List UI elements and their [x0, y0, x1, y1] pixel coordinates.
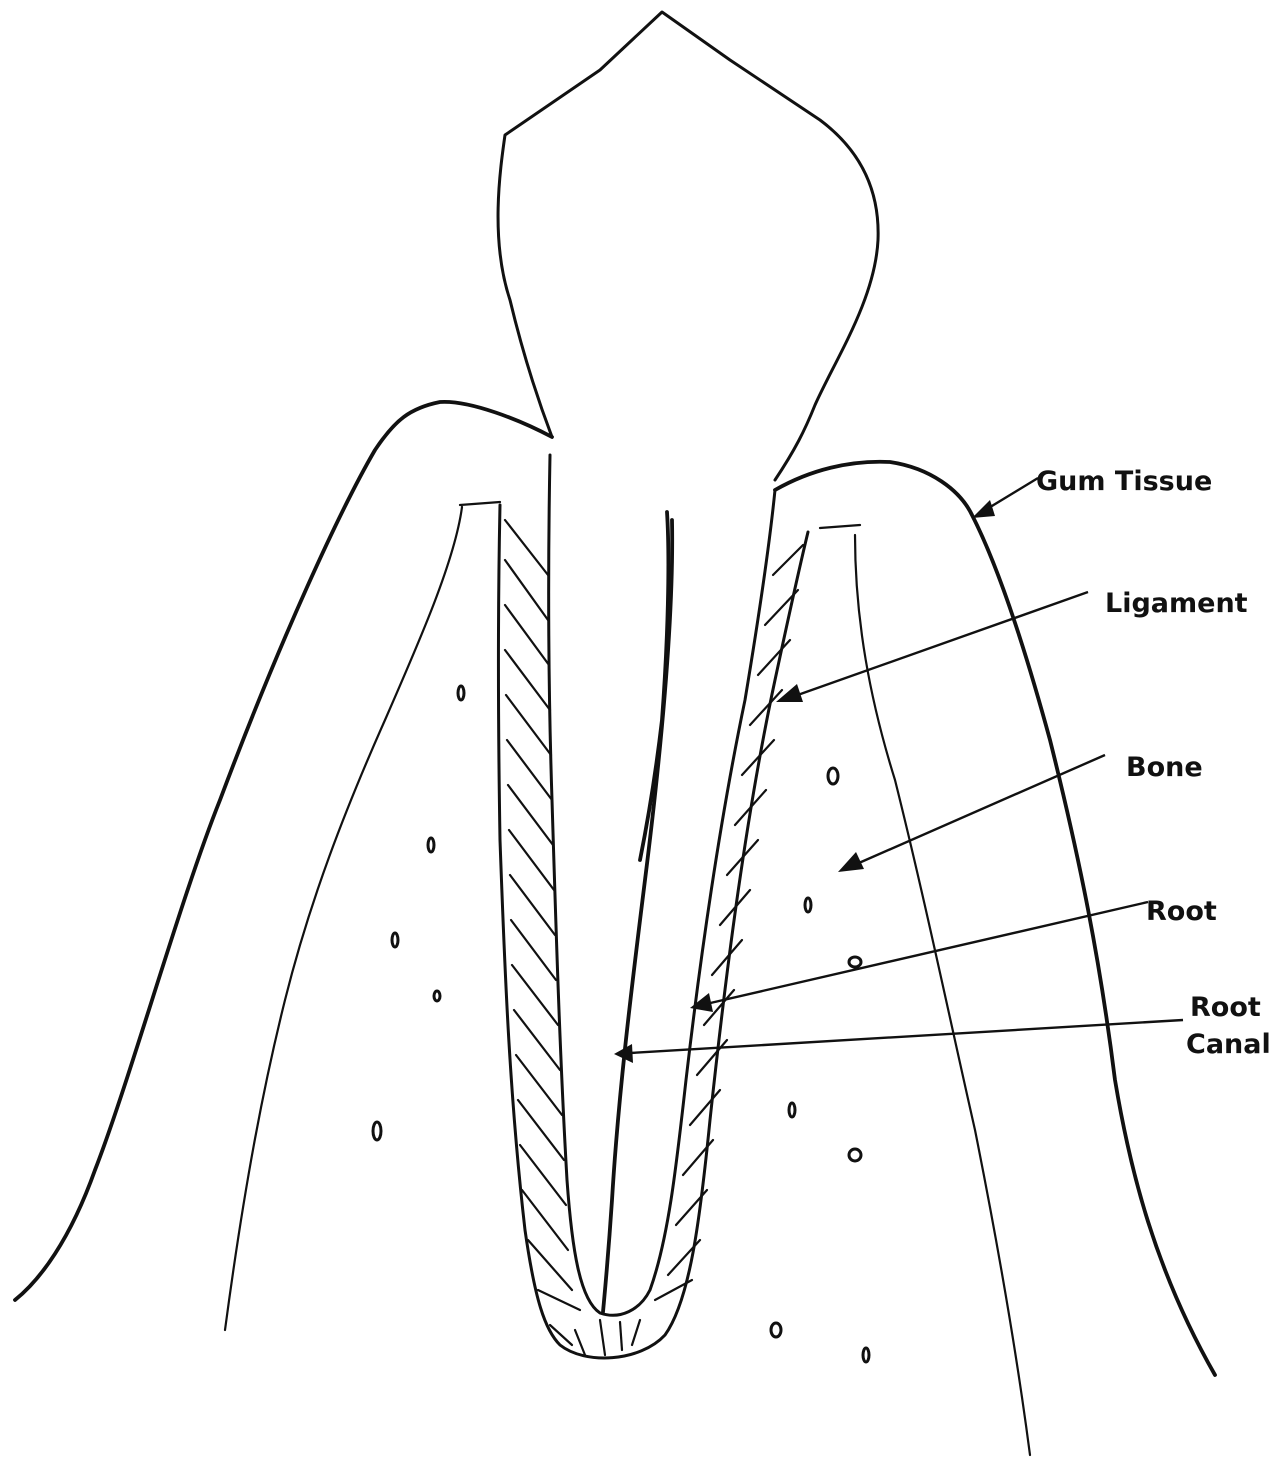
root-outer-outline	[499, 505, 809, 1358]
bone-left-outline	[225, 502, 500, 1330]
root-canal-leader	[630, 1020, 1183, 1053]
root-canal-label-line1: Root	[1190, 992, 1261, 1023]
gum-tissue-label: Gum Tissue	[1036, 466, 1212, 497]
gum-tissue-left-outline	[15, 402, 552, 1300]
root-canal-line-lower	[603, 520, 672, 1312]
root-inner-outline	[549, 455, 775, 1315]
ligament-label: Ligament	[1105, 588, 1248, 619]
root-canal-label-line2: Canal	[1186, 1029, 1271, 1060]
ligament-hatching-apex	[550, 1320, 640, 1355]
bone-arrowhead	[838, 852, 864, 872]
bone-specks	[373, 686, 869, 1362]
tooth-crown-outline	[498, 12, 878, 480]
ligament-leader	[792, 592, 1088, 697]
root-label: Root	[1146, 896, 1217, 927]
gum-tissue-arrowhead	[972, 500, 995, 518]
bone-label: Bone	[1126, 752, 1203, 783]
bone-right-outline	[820, 525, 1030, 1455]
